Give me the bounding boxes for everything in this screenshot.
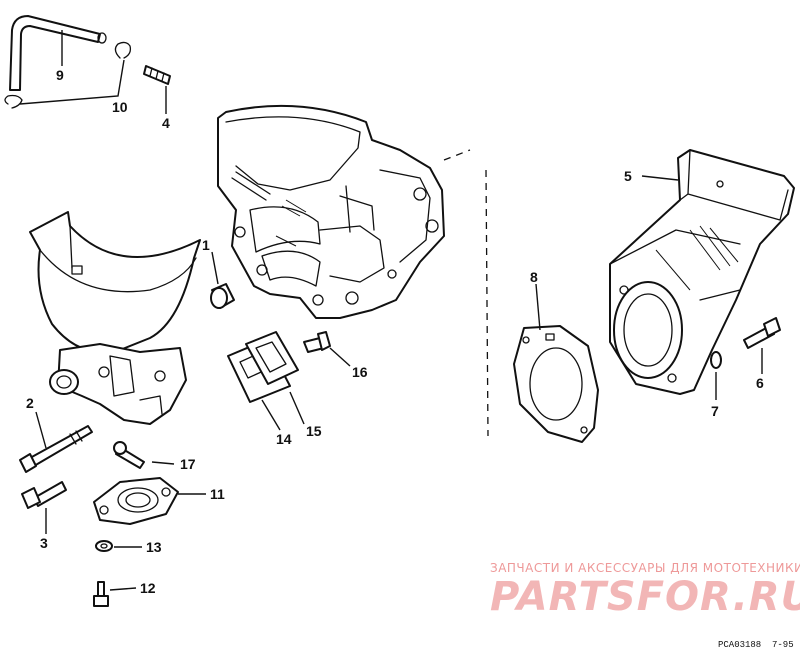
bolt-part-3 <box>21 481 67 509</box>
bolt-part-2 <box>19 425 93 473</box>
hose-part-9 <box>9 15 107 91</box>
callout-8: 8 <box>530 269 538 285</box>
watermark: ЗАПЧАСТИ И АКСЕССУАРЫ ДЛЯ МОТОТЕХНИКИ PA… <box>490 561 800 620</box>
callout-17: 17 <box>180 456 196 472</box>
washer-part-13 <box>95 540 113 552</box>
callout-13: 13 <box>146 539 162 555</box>
callout-6: 6 <box>756 375 764 391</box>
flange-part-11 <box>93 477 179 525</box>
screw-part-12 <box>93 581 109 607</box>
watermark-tagline: ЗАПЧАСТИ И АКСЕССУАРЫ ДЛЯ МОТОТЕХНИКИ <box>490 561 800 575</box>
callout-1: 1 <box>202 237 210 253</box>
stud-part-4 <box>143 65 171 85</box>
shield-carburetor-assembly <box>29 211 201 425</box>
clamp-part-10 <box>4 41 132 109</box>
drawing-code: PCA03188 <box>718 640 761 650</box>
callout-11: 11 <box>210 486 225 502</box>
leader-lines <box>19 30 763 591</box>
reed-valve-part-15 <box>245 331 299 385</box>
callout-2: 2 <box>26 395 34 411</box>
crankcase-housing <box>217 104 445 319</box>
washer-part-7 <box>710 351 722 369</box>
callout-10: 10 <box>112 99 128 115</box>
silencer-part-5 <box>609 149 795 395</box>
bushing-part-1 <box>210 283 235 309</box>
callout-15: 15 <box>306 423 322 439</box>
center-line <box>443 149 471 161</box>
page-ref: 7-95 <box>772 640 794 650</box>
callout-labels: 1 2 3 4 5 6 7 8 9 10 11 12 13 14 15 16 1… <box>26 67 764 596</box>
watermark-brand: PARTSFOR.RU <box>490 574 800 620</box>
callout-9: 9 <box>56 67 64 83</box>
callout-5: 5 <box>624 168 632 184</box>
callout-14: 14 <box>276 431 292 447</box>
callout-4: 4 <box>162 115 170 131</box>
plug-part-17 <box>113 441 145 469</box>
callout-7: 7 <box>711 403 719 419</box>
screw-part-16 <box>303 331 331 353</box>
callout-16: 16 <box>352 364 368 380</box>
bolt-part-6 <box>743 317 781 349</box>
center-line-vertical <box>485 169 489 437</box>
callout-12: 12 <box>140 580 156 596</box>
gasket-part-8 <box>513 325 599 443</box>
callout-3: 3 <box>40 535 48 551</box>
